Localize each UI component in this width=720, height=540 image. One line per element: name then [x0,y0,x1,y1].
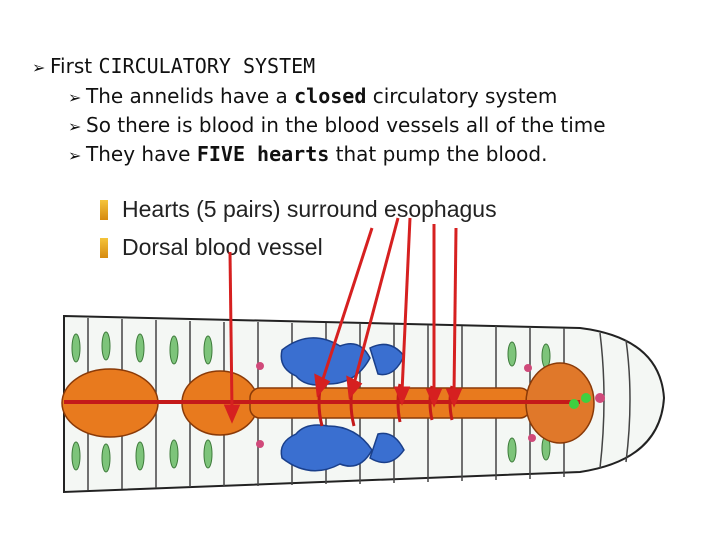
bullet-text-suffix: circulatory system [366,84,558,108]
pointer-arrows [223,217,463,424]
bullet-text: First [50,54,99,78]
arrow-bullet-icon: ➢ [68,146,82,165]
pink-organs [256,362,605,448]
bullet-emphasis: CIRCULATORY SYSTEM [98,54,316,78]
bullet-text-suffix: that pump the blood. [329,142,548,166]
arrow-bullet-icon: ➢ [32,58,46,77]
legend-marker-icon [100,199,108,220]
arrow-bullet-icon: ➢ [68,117,82,136]
nephridia [71,331,551,473]
legend-dorsal-vessel: Dorsal blood vessel [100,234,323,261]
legend-label: Dorsal blood vessel [122,234,323,260]
worm-diagram [61,217,666,494]
bullet-line-1: ➢First CIRCULATORY SYSTEM [32,54,315,80]
bullet-emphasis: FIVE hearts [196,142,330,166]
bullet-text: The annelids have a [86,84,295,108]
bullet-line-4: ➢They have FIVE hearts that pump the blo… [68,142,547,168]
legend-marker-icon [100,237,108,258]
cerebral-ganglion [569,393,591,409]
legend-label: Hearts (5 pairs) surround esophagus [122,196,497,222]
bullet-text: They have [86,142,197,166]
bullet-line-2: ➢The annelids have a closed circulatory … [68,84,557,110]
legend-hearts: Hearts (5 pairs) surround esophagus [100,196,497,223]
bullet-text: So there is blood in the blood vessels a… [86,113,606,137]
bullet-line-3: ➢So there is blood in the blood vessels … [68,113,606,139]
bullet-emphasis: closed [294,84,367,108]
arrow-bullet-icon: ➢ [68,88,82,107]
earthworm-figure: Hearts (5 pairs) surround esophagus Dors… [60,188,680,518]
